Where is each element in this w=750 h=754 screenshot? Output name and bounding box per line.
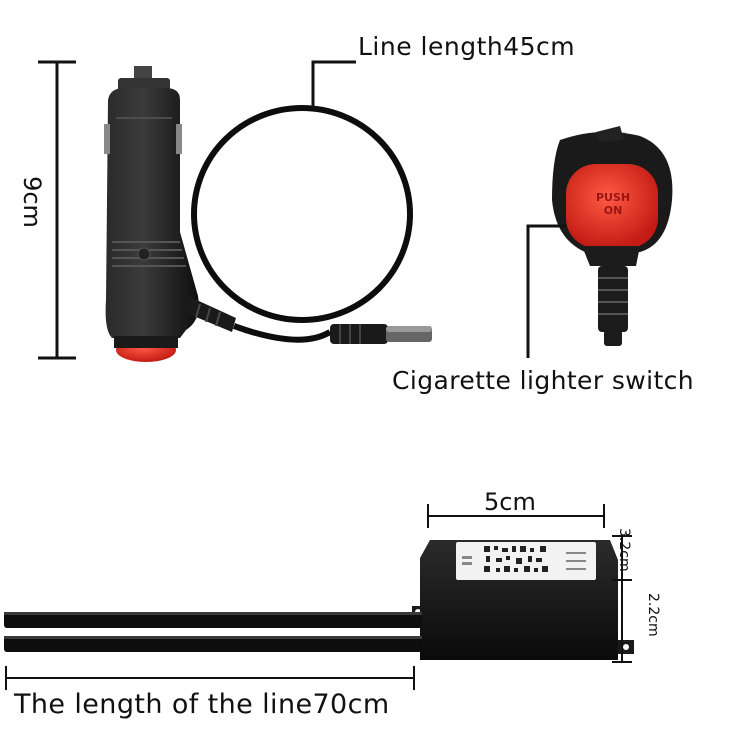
line-length-label: Line length45cm xyxy=(358,32,576,61)
cable-length-label: The length of the line70cm xyxy=(14,689,390,720)
output-cables xyxy=(4,612,422,652)
line-length-leader xyxy=(311,60,356,108)
cigarette-switch-label: Cigarette lighter switch xyxy=(392,366,695,395)
switch-strain-relief xyxy=(598,266,628,346)
push-text: PUSH xyxy=(595,191,631,204)
on-text: ON xyxy=(603,204,623,217)
plug-strain-relief xyxy=(184,296,236,332)
switch-closeup xyxy=(552,126,673,346)
switch-leader xyxy=(526,224,566,358)
width-label: 5cm xyxy=(484,488,536,516)
push-on-button-text: PUSH ON xyxy=(588,191,638,217)
controller-box xyxy=(412,540,634,660)
dc-barrel-connector xyxy=(330,324,432,344)
cable-loop xyxy=(191,105,413,343)
depth-top-label: 3.2cm xyxy=(616,528,632,572)
depth-side-label: 2.2cm xyxy=(645,593,661,637)
height-dimension-bracket xyxy=(38,60,76,360)
depth-dimension-bracket xyxy=(612,535,632,663)
qr-code xyxy=(484,546,548,572)
cable-length-dimension-bracket xyxy=(5,666,415,690)
height-label: 9cm xyxy=(18,176,46,228)
cigarette-lighter-plug xyxy=(104,66,199,362)
width-dimension-bracket xyxy=(427,504,605,528)
